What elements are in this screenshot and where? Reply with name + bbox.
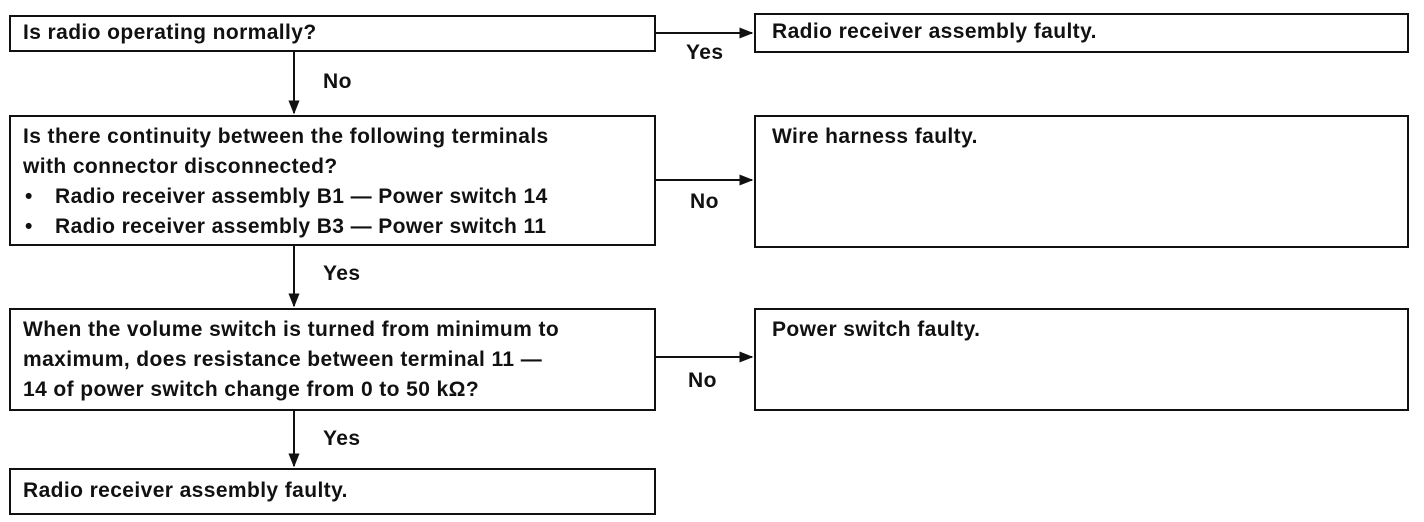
step3-question-line1: When the volume switch is turned from mi… — [23, 318, 560, 341]
bullet-icon: • — [25, 215, 33, 238]
step1-box: Is radio operating normally? — [9, 15, 656, 52]
step2-bullet-1: • Radio receiver assembly B1 — Power swi… — [23, 182, 642, 212]
step2-question-line1: Is there continuity between the followin… — [23, 125, 549, 148]
label-step1-no: No — [323, 70, 352, 93]
step3-box: When the volume switch is turned from mi… — [9, 308, 656, 411]
bullet-icon: • — [25, 185, 33, 208]
step3-question-line2: maximum, does resistance between termina… — [23, 348, 543, 371]
label-step2-yes: Yes — [323, 262, 361, 285]
step2-bullet-1-text: Radio receiver assembly B1 — Power switc… — [55, 185, 548, 208]
label-step2-no: No — [690, 190, 719, 213]
label-step3-no: No — [688, 369, 717, 392]
step1-question: Is radio operating normally? — [23, 21, 317, 44]
final-result-box: Radio receiver assembly faulty. — [9, 468, 656, 515]
result2-box: Wire harness faulty. — [754, 115, 1409, 248]
result1-text: Radio receiver assembly faulty. — [772, 20, 1097, 43]
result3-text: Power switch faulty. — [772, 318, 981, 341]
label-step1-yes: Yes — [686, 41, 724, 64]
step2-bullet-2-text: Radio receiver assembly B3 — Power switc… — [55, 215, 547, 238]
result2-text: Wire harness faulty. — [772, 125, 978, 148]
result1-box: Radio receiver assembly faulty. — [754, 13, 1409, 53]
final-result-text: Radio receiver assembly faulty. — [23, 479, 348, 502]
step2-box: Is there continuity between the followin… — [9, 115, 656, 246]
label-step3-yes: Yes — [323, 427, 361, 450]
step3-question-line3: 14 of power switch change from 0 to 50 k… — [23, 378, 480, 401]
result3-box: Power switch faulty. — [754, 308, 1409, 411]
step2-question-line2: with connector disconnected? — [23, 155, 338, 178]
step2-bullet-2: • Radio receiver assembly B3 — Power swi… — [23, 212, 642, 242]
